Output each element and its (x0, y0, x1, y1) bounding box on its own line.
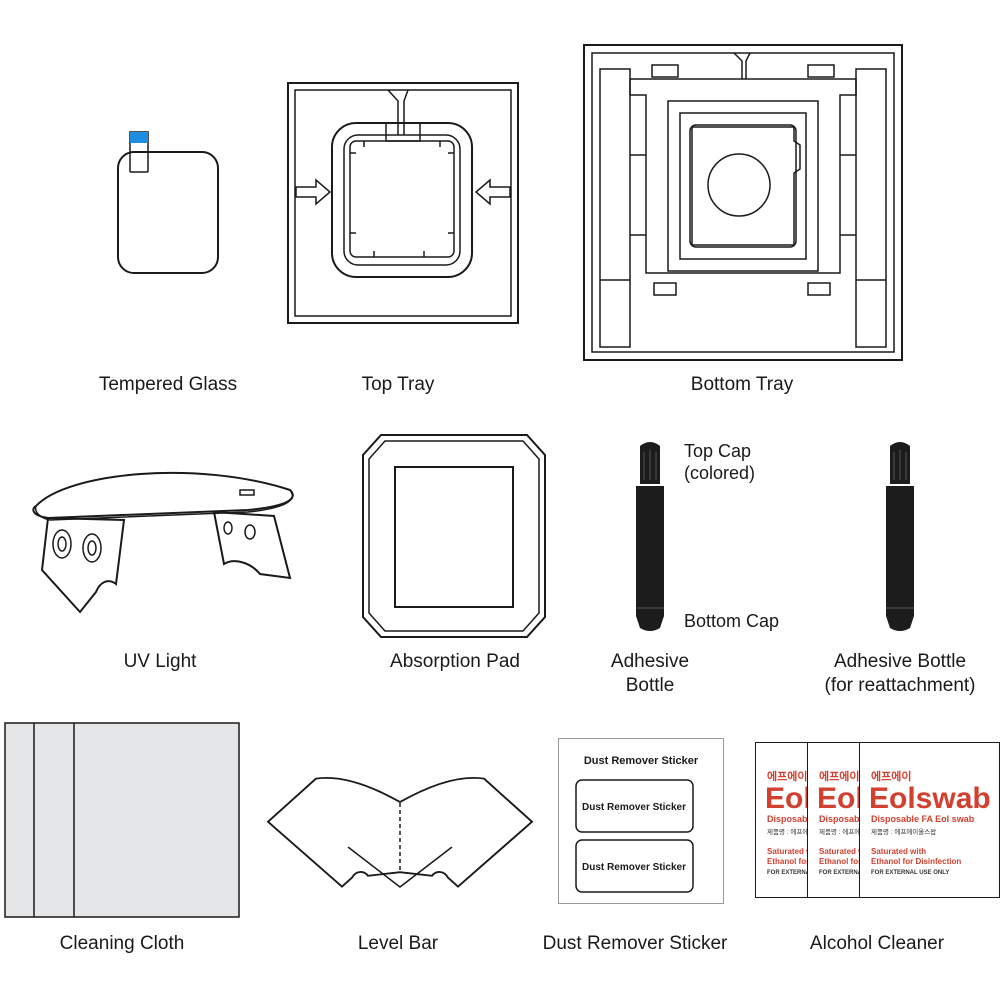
dust-remover-sticker: Dust Remover Sticker Dust Remover Sticke… (558, 738, 724, 904)
swab-3-maker: 제품명 : 에프에이올스왑 (871, 827, 936, 836)
glass-tab-blue (130, 132, 148, 143)
swab-2-korean: 에프에이 (819, 769, 859, 783)
swab-1-maker: 제품명 : 에프에이올스왑 (767, 827, 832, 836)
swab-3-brand-eol: Eol (869, 782, 916, 815)
adhesive-bottle-reattach-line1: Adhesive Bottle (833, 651, 967, 672)
alcohol-cleaner-illustration: 에프에이 Eolswab Disposable FA Eol swab 제품명 … (755, 742, 1000, 898)
alcohol-cleaner: 에프에이 Eolswab Disposable FA Eol swab 제품명 … (755, 742, 1000, 898)
adhesive-bottle-reattach-label: Adhesive Bottle (for reattachment) (800, 650, 1000, 698)
bottom-tray (583, 44, 903, 361)
swab-3-brand: Eolswab (869, 782, 991, 815)
swab-1-korean: 에프에이 (767, 769, 807, 783)
absorption-pad-illustration (362, 434, 546, 638)
top-tray (287, 82, 519, 324)
sticker-2-label: Dust Remover Sticker (582, 862, 686, 873)
dust-remover-sticker-illustration: Dust Remover Sticker Dust Remover Sticke… (558, 738, 724, 904)
top-tray-label: Top Tray (361, 374, 435, 395)
bottom-cap-label: Bottom Cap (684, 611, 780, 631)
glass-body (117, 151, 219, 274)
cleaning-cloth-illustration (4, 722, 240, 918)
swab-2-brand-eol: Eol (817, 782, 864, 815)
swab-2-saturated-1: Saturated with (819, 847, 874, 856)
swab-3-subtitle: Disposable FA Eol swab (871, 814, 975, 824)
level-bar-illustration (266, 776, 534, 888)
level-bar (266, 775, 534, 895)
swab-2-maker: 제품명 : 에프에이올스왑 (819, 827, 884, 836)
uv-light-illustration (32, 471, 294, 614)
level-bar-label: Level Bar (357, 933, 439, 954)
swab-2-external: FOR EXTERNAL USE ONLY (819, 870, 897, 876)
top-tray-illustration (287, 82, 519, 324)
adhesive-bottle (630, 440, 670, 632)
absorption-pad (362, 434, 546, 638)
swab-3-brand-swab: swab (916, 782, 991, 815)
swab-3-external: FOR EXTERNAL USE ONLY (871, 870, 949, 876)
adhesive-bottle-reattach (880, 440, 920, 632)
swab-1-saturated-1: Saturated with (767, 847, 822, 856)
bottom-tray-label: Bottom Tray (690, 374, 794, 395)
absorption-pad-label: Absorption Pad (390, 651, 520, 672)
top-cap-callout: Top Cap (colored) (684, 440, 755, 484)
adhesive-bottle-label: Adhesive Bottle (570, 650, 730, 698)
arrow-left-icon (474, 178, 511, 206)
tempered-glass (100, 120, 240, 290)
arrow-right-icon (295, 178, 332, 206)
adhesive-bottle-illustration (636, 442, 664, 631)
swab-3-saturated-1: Saturated with (871, 847, 926, 856)
adhesive-bottle-label-line1: Adhesive (610, 651, 690, 672)
adhesive-bottle-label-line2: Bottle (625, 675, 675, 696)
uv-light-label: UV Light (123, 651, 197, 672)
bottle-body (636, 486, 664, 631)
top-cap-colored-label: (colored) (684, 463, 756, 483)
bottom-tray-illustration (583, 44, 903, 361)
swab-3-saturated-2: Ethanol for Disinfection (871, 857, 961, 866)
sticker-sheet-title: Dust Remover Sticker (584, 755, 699, 767)
tempered-glass-illustration (117, 131, 219, 274)
swab-1-external: FOR EXTERNAL USE ONLY (767, 870, 845, 876)
cleaning-cloth (4, 722, 240, 918)
uv-light (28, 460, 300, 620)
top-cap-label: Top Cap (684, 441, 752, 461)
tempered-glass-label: Tempered Glass (98, 374, 238, 395)
swab-1-brand-eol: Eol (765, 782, 812, 815)
adhesive-bottle-reattach-illustration (886, 442, 914, 631)
sticker-1-label: Dust Remover Sticker (582, 802, 686, 813)
cleaning-cloth-label: Cleaning Cloth (59, 933, 185, 954)
swab-packet-3: 에프에이 Eolswab Disposable FA Eol swab 제품명 … (859, 742, 1000, 898)
alcohol-cleaner-label: Alcohol Cleaner (809, 933, 945, 954)
adhesive-bottle-reattach-line2: (for reattachment) (824, 675, 976, 696)
dust-remover-sticker-label: Dust Remover Sticker (542, 933, 728, 954)
swab-3-korean: 에프에이 (871, 769, 911, 783)
